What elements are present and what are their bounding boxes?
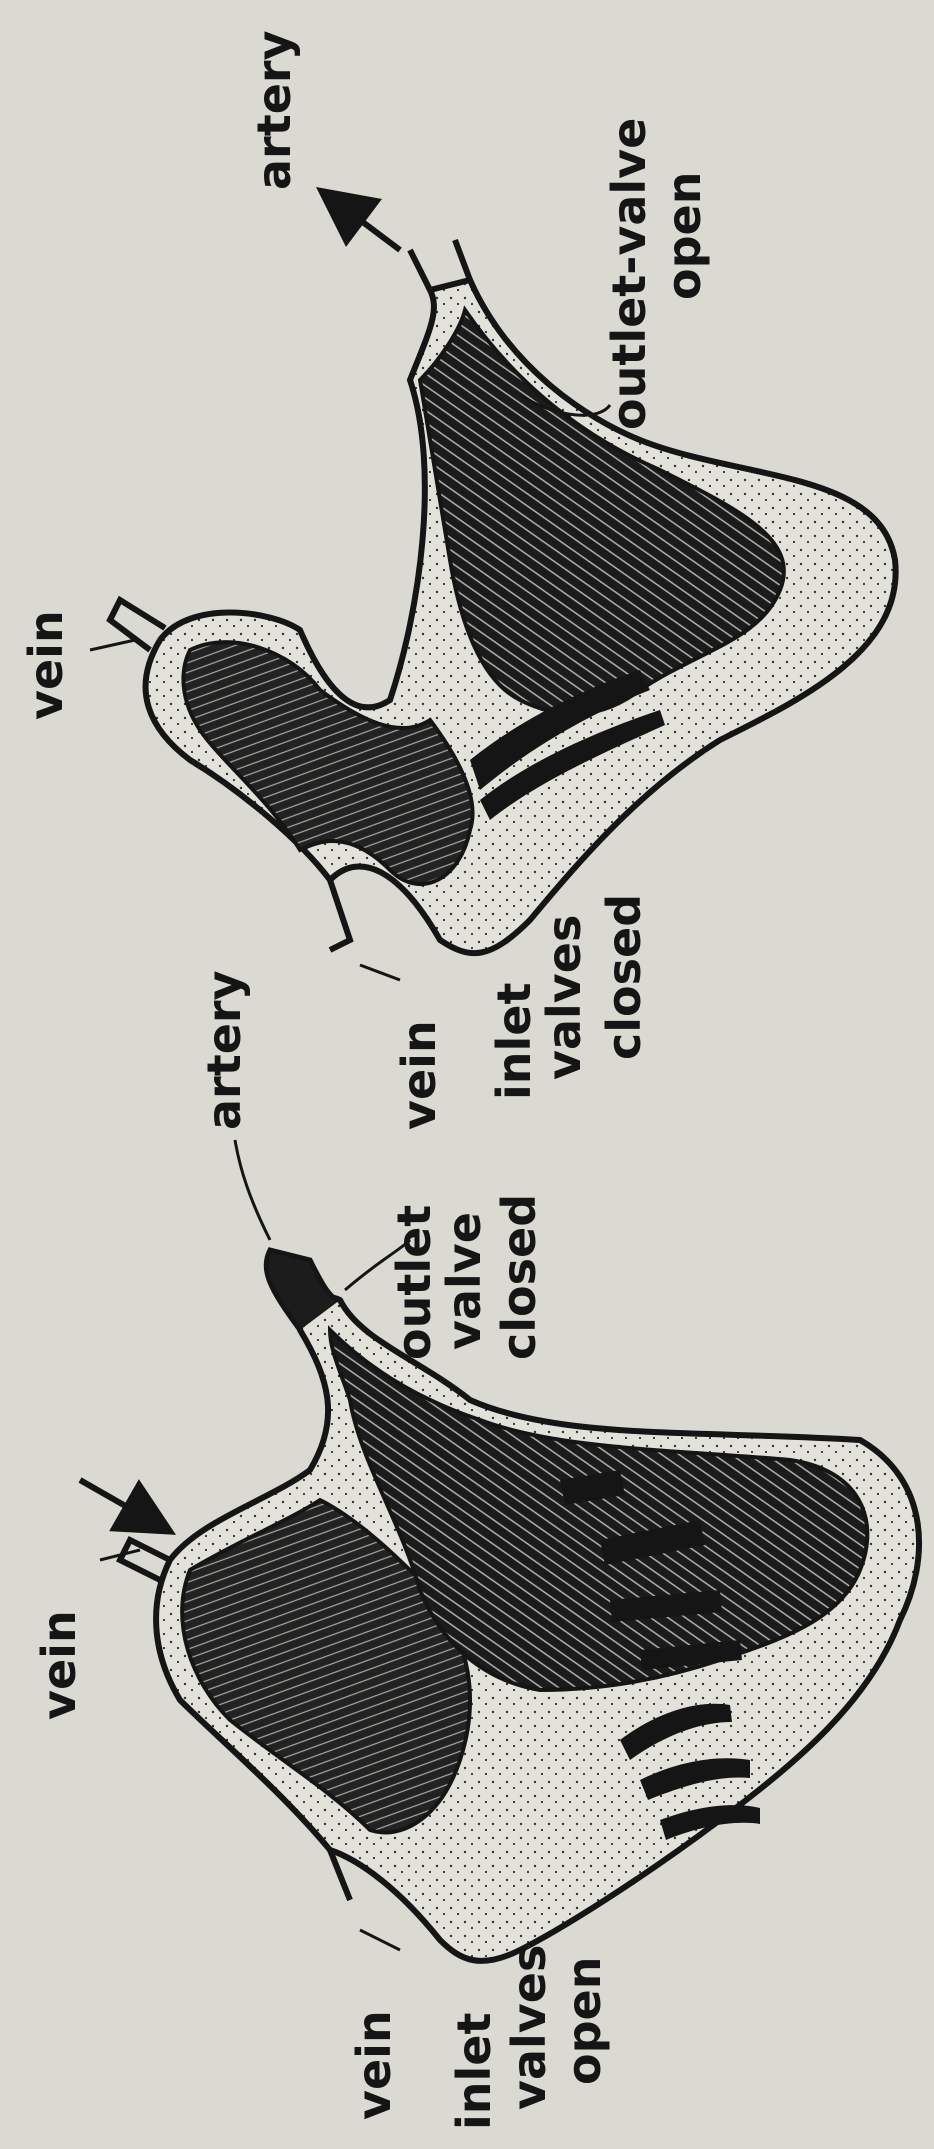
top-label-inlet-line2: valves — [537, 915, 591, 1080]
top-label-vein-upper: vein — [19, 610, 73, 720]
bottom-label-inlet-line3: open — [557, 1957, 611, 2085]
top-label-outlet-line1: outlet-valve — [602, 118, 656, 430]
top-vein-lower-tube — [330, 880, 350, 950]
top-vein-lower-leader — [360, 965, 400, 980]
bottom-artery-leader — [235, 1140, 270, 1240]
bottom-vein-lower-leader — [360, 1930, 400, 1950]
bottom-label-vein-upper: vein — [32, 1610, 86, 1720]
bottom-label-inlet-line1: inlet — [447, 2013, 501, 2130]
bottom-label-artery: artery — [197, 970, 251, 1130]
bottom-vein-inflow-arrow — [80, 1480, 150, 1520]
bottom-label-outlet-line3: closed — [492, 1194, 546, 1360]
top-label-inlet-line3: closed — [597, 894, 651, 1060]
top-vein-upper-leader — [90, 640, 135, 650]
top-heart-figure: vein artery outlet-valve open vein inlet… — [19, 30, 896, 1130]
bottom-label-outlet-line2: valve — [437, 1212, 491, 1350]
bottom-heart-figure: vein artery outlet valve closed vein inl… — [32, 970, 919, 2130]
top-label-outlet-line2: open — [657, 172, 711, 300]
bottom-label-vein-lower: vein — [347, 2010, 401, 2120]
top-label-inlet-line1: inlet — [487, 983, 541, 1100]
top-label-artery: artery — [247, 30, 301, 190]
top-label-vein-lower: vein — [392, 1020, 446, 1130]
bottom-label-inlet-line2: valves — [502, 1945, 556, 2110]
bottom-label-outlet-line1: outlet — [387, 1205, 441, 1360]
top-artery-arrow — [340, 205, 400, 250]
